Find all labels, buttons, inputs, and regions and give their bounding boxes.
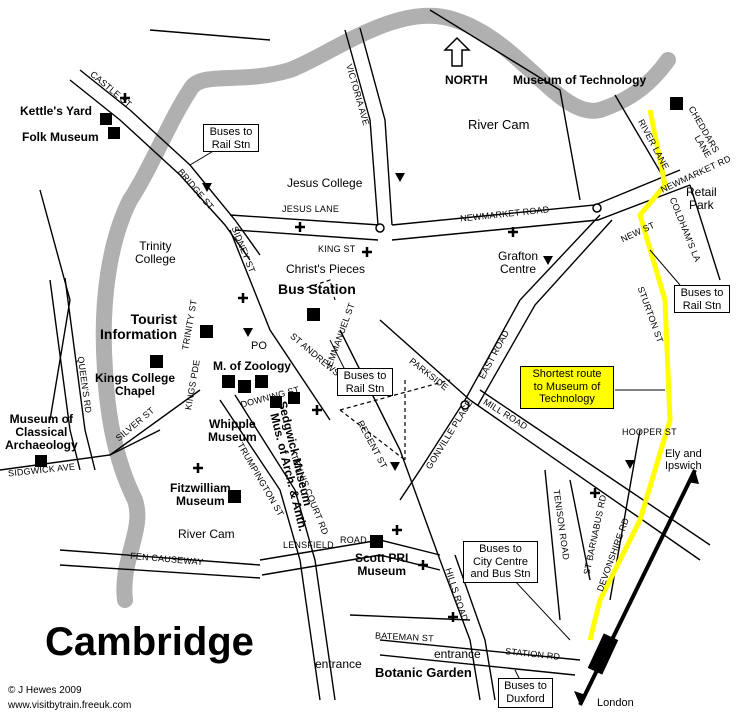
whipple-label: Whipple Museum xyxy=(208,417,257,445)
grafton-label: Grafton Centre xyxy=(498,249,539,277)
road-trumpington xyxy=(219,399,321,701)
callout-buses-rail-1: Buses to Rail Stn xyxy=(203,124,259,152)
road-fen xyxy=(59,549,261,566)
zoology-label: M. of Zoology xyxy=(213,359,291,373)
footpath-dashed xyxy=(299,279,451,461)
road-sidney xyxy=(229,229,331,421)
road-station-2 xyxy=(379,654,576,676)
callout-buses-rail-3: Buses to Rail Stn xyxy=(674,285,730,313)
callout-shortest-route: Shortest route to Museum of Technology xyxy=(520,366,614,409)
post-office-label: PO xyxy=(251,340,267,352)
road-bateman xyxy=(349,614,471,621)
roundabouts xyxy=(375,203,602,410)
street-lensfield: LENSFIELD xyxy=(283,540,334,550)
callout-buses-city: Buses to City Centre and Bus Stn xyxy=(463,541,538,583)
road-river-lane xyxy=(614,94,666,181)
trinity-college-label: Trinity College xyxy=(135,239,176,267)
church-crosses xyxy=(120,93,600,622)
triangle-markers xyxy=(202,173,635,471)
road-newmarket xyxy=(391,169,681,226)
tourist-info-label: Tourist Information xyxy=(100,311,177,343)
jesus-college-label: Jesus College xyxy=(287,176,363,190)
folk-museum-label: Folk Museum xyxy=(22,130,99,144)
road-north-2 xyxy=(429,9,581,201)
street-road: ROAD xyxy=(340,535,367,545)
road-east-2 xyxy=(477,219,613,406)
street-hooper: HOOPER ST xyxy=(622,427,677,437)
river-cam-label: River Cam xyxy=(468,117,530,132)
shortest-route-path xyxy=(587,109,673,641)
street-jesus-lane: JESUS LANE xyxy=(282,204,340,214)
road-hills xyxy=(439,559,481,701)
road-hills-2 xyxy=(454,554,496,701)
website: www.visitbytrain.freeuk.com xyxy=(8,700,132,711)
road-gonville xyxy=(399,399,466,501)
road-north-1 xyxy=(149,29,271,41)
road-mill xyxy=(469,399,701,561)
road-victoria xyxy=(344,29,379,226)
road-west-1 xyxy=(39,189,71,421)
river-cam xyxy=(95,7,676,608)
road-tenison xyxy=(544,469,561,621)
retail-park-label: Retail Park xyxy=(686,185,717,213)
entrance-1-label: entrance xyxy=(315,657,362,671)
callout-buses-rail-2: Buses to Rail Stn xyxy=(337,368,393,396)
road-east xyxy=(464,214,601,401)
london-label: London xyxy=(597,697,634,709)
road-coldhams xyxy=(689,184,721,281)
fitzwilliam-label: Fitzwilliam Museum xyxy=(170,481,231,509)
road-trumpington-2 xyxy=(234,394,336,701)
road-queens xyxy=(49,279,81,471)
christs-pieces-label: Christ's Pieces xyxy=(286,262,365,276)
road-jesus-lane-2 xyxy=(234,229,379,241)
road-st-barnabus xyxy=(569,479,591,581)
road-castle xyxy=(69,79,251,261)
road-jesus-lane xyxy=(229,214,381,226)
north-label: NORTH xyxy=(445,73,488,87)
road-newmarket-2 xyxy=(391,184,691,241)
callout-buses-duxford: Buses to Duxford xyxy=(498,678,553,708)
road-queens-2 xyxy=(64,277,96,471)
scott-pri-label: Scott PRI Museum xyxy=(355,551,409,579)
road-parkside xyxy=(379,319,471,401)
road-lensfield-2 xyxy=(261,554,441,576)
map-title: Cambridge xyxy=(45,620,254,664)
classical-label: Museum of Classical Archaeology xyxy=(5,412,78,453)
road-silver xyxy=(109,389,201,456)
river-cam-south-label: River Cam xyxy=(178,527,235,541)
road-station xyxy=(379,639,581,661)
bus-station-label: Bus Station xyxy=(278,281,356,297)
museum-technology-label: Museum of Technology xyxy=(513,73,647,87)
museum-markers xyxy=(35,97,683,548)
railway-line xyxy=(574,469,699,706)
road-fen-2 xyxy=(59,564,261,579)
botanic-label: Botanic Garden xyxy=(375,665,472,680)
entrance-2-label: entrance xyxy=(434,647,481,661)
callout-leaders xyxy=(189,149,681,681)
credit: © J Hewes 2009 xyxy=(8,685,82,696)
street-king: KING ST xyxy=(318,244,356,254)
ely-label: Ely and Ipswich xyxy=(665,448,702,473)
kettles-yard-label: Kettle's Yard xyxy=(20,104,92,118)
north-arrow xyxy=(443,36,471,67)
kings-chapel-label: Kings College Chapel xyxy=(95,371,176,399)
road-victoria-2 xyxy=(359,27,393,226)
